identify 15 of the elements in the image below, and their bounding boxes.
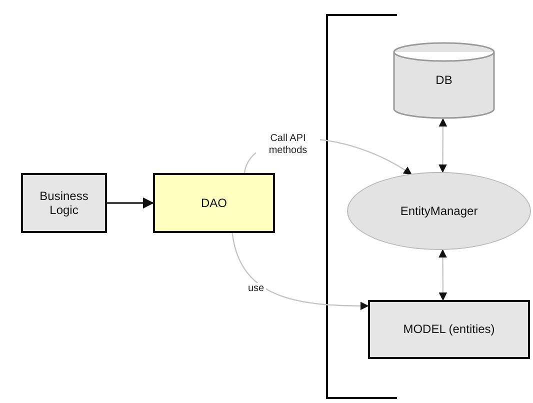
arrow — [232, 232, 369, 310]
process-box — [368, 300, 530, 359]
node-label: MODEL (entities) — [402, 322, 496, 337]
arrow — [438, 118, 448, 173]
process-box — [21, 173, 107, 233]
process-box — [153, 173, 275, 233]
node-label: DB — [434, 73, 454, 88]
arrow — [107, 197, 154, 209]
edge-label: Call API methods — [256, 133, 320, 156]
node-label: EntityManager — [399, 204, 479, 218]
arrow — [438, 249, 448, 301]
edge-label: use — [246, 283, 266, 294]
node-label: DAO — [200, 196, 228, 210]
node-label: Business Logic — [38, 188, 90, 218]
database-cylinder — [393, 42, 495, 119]
